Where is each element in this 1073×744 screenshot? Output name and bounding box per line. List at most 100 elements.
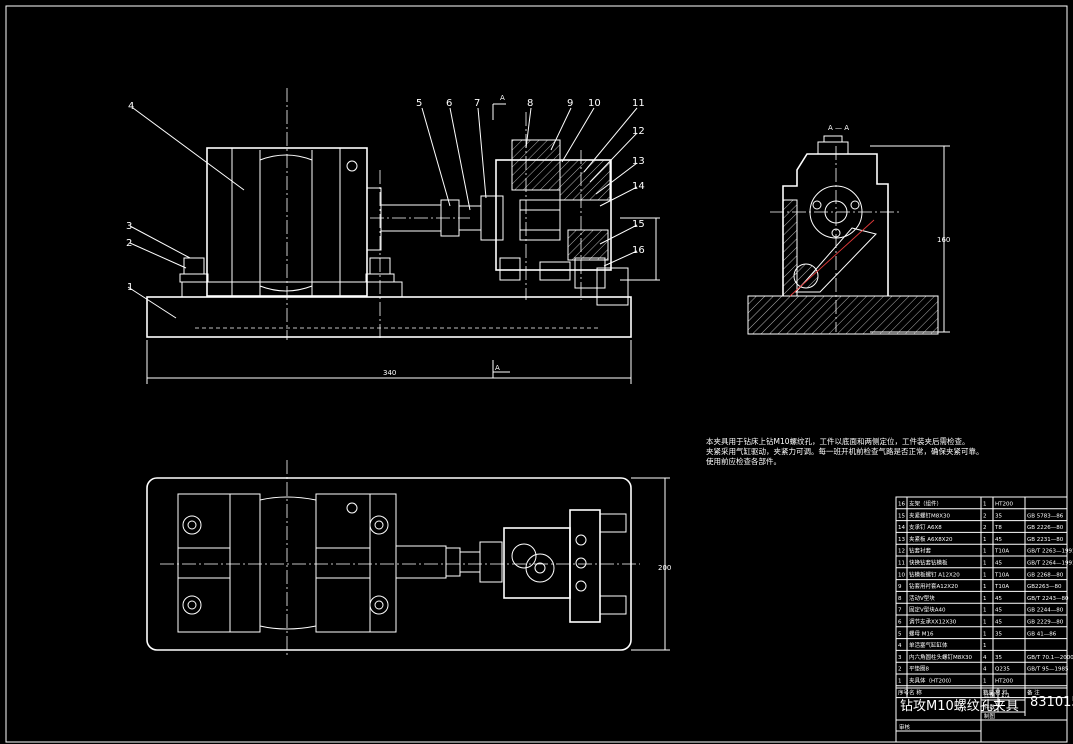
parts-cell-name: 螺母 M16 <box>909 629 934 637</box>
parts-cell-qty: 4 <box>983 667 987 673</box>
parts-cell-std: GB/T 95—1985 <box>1027 667 1069 673</box>
parts-cell-qty: 1 <box>983 502 987 508</box>
parts-cell-material: 35 <box>995 513 1002 519</box>
parts-cell-std: GB 2244—80 <box>1027 608 1064 614</box>
base-body <box>146 296 632 338</box>
parts-cell-name: 支架（组件） <box>909 500 942 508</box>
parts-cell-name: 快换钻套钻模板 <box>909 559 948 567</box>
parts-cell-no: 16 <box>898 502 905 508</box>
balloon-8: 8 <box>527 98 533 109</box>
balloon-14: 14 <box>632 181 645 192</box>
parts-cell-qty: 2 <box>983 525 987 531</box>
parts-cell-std: 备 注 <box>1027 688 1040 696</box>
parts-cell-std: GB/T 2263—1991 <box>1027 549 1073 555</box>
parts-cell-no: 8 <box>898 596 902 602</box>
parts-cell-no: 3 <box>898 655 902 661</box>
section-view: A — A 160 <box>747 124 950 335</box>
parts-cell-material: T10A <box>994 549 1009 555</box>
parts-cell-no: 15 <box>898 513 905 519</box>
parts-cell-no: 7 <box>898 608 902 614</box>
checker-label: 审核 <box>899 723 911 731</box>
dim-side-height: 160 <box>937 236 950 244</box>
parts-cell-qty: 2 <box>983 513 987 519</box>
parts-cell-material: 45 <box>995 561 1002 567</box>
parts-row: 16 支架（组件） 1 HT200 <box>898 500 1013 508</box>
parts-cell-qty: 1 <box>983 537 987 543</box>
drawing-frame <box>5 5 1068 743</box>
balloon-leaders <box>127 107 638 319</box>
section-mark-top: A <box>500 94 505 102</box>
drawing-number: 831015 <box>1030 695 1073 710</box>
parts-cell-qty: 1 <box>983 620 987 626</box>
parts-cell-material: 45 <box>995 608 1002 614</box>
top-view: 200 <box>146 460 671 656</box>
parts-cell-no: 4 <box>898 643 902 649</box>
parts-cell-no: 14 <box>898 525 905 531</box>
parts-cell-std: GB 2229—80 <box>1027 620 1064 626</box>
parts-cell-qty: 1 <box>983 631 987 637</box>
parts-cell-material: HT200 <box>995 502 1013 508</box>
parts-cell-std: GB 2268—80 <box>1027 572 1064 578</box>
parts-cell-no: 9 <box>898 584 902 590</box>
parts-cell-qty: 1 <box>983 549 987 555</box>
parts-cell-name: 夹紧板 A6X8X20 <box>909 535 953 543</box>
parts-header-row: 序号名 称数量材 料备 注 <box>898 688 1040 696</box>
parts-cell-qty: 1 <box>983 596 987 602</box>
parts-cell-std: GB 2226—80 <box>1027 525 1064 531</box>
balloon-5: 5 <box>416 98 422 109</box>
parts-cell-std: GB2263—80 <box>1027 584 1062 590</box>
parts-cell-no: 序号 <box>898 688 910 696</box>
scale-value: 1:1 <box>1001 693 1010 699</box>
balloon-labels: 1 2 3 4 5 6 7 8 9 10 11 12 13 14 15 16 <box>126 98 645 293</box>
parts-cell-qty: 1 <box>983 572 987 578</box>
parts-cell-no: 5 <box>898 631 902 637</box>
balloon-15: 15 <box>632 219 645 230</box>
balloon-6: 6 <box>446 98 452 109</box>
balloon-12: 12 <box>632 126 645 137</box>
parts-cell-qty: 数量 <box>983 688 995 696</box>
parts-cell-std: GB 2231—80 <box>1027 537 1064 543</box>
parts-cell-qty: 1 <box>983 643 987 649</box>
balloon-1: 1 <box>127 282 133 293</box>
drawing-title: 钻攻M10螺纹孔夹具 <box>900 699 1019 714</box>
parts-cell-no: 12 <box>898 549 905 555</box>
title-block: 钻攻M10螺纹孔夹具 831015 比例 1:1 件数 制图 审核 <box>895 687 1073 743</box>
balloon-13: 13 <box>632 156 645 167</box>
technical-note: 本夹具用于钻床上钻M10螺纹孔，工件以底面和两侧定位，工件装夹后需检查。 夹紧采… <box>706 436 984 466</box>
dim-top-height: 200 <box>658 564 671 572</box>
parts-cell-qty: 1 <box>983 608 987 614</box>
dim-front-length: 340 <box>383 369 396 377</box>
balloon-7: 7 <box>474 98 480 109</box>
parts-cell-material: T10A <box>994 584 1009 590</box>
parts-cell-name: 固定V型块A40 <box>909 606 946 614</box>
parts-cell-material: 35 <box>995 631 1002 637</box>
section-mark-bottom: A <box>495 364 500 372</box>
parts-cell-name: 单活塞气缸缸体 <box>909 641 948 649</box>
parts-cell-no: 2 <box>898 667 902 673</box>
parts-cell-name: 活动V型块 <box>909 594 935 602</box>
parts-cell-qty: 1 <box>983 561 987 567</box>
balloon-4: 4 <box>128 101 134 112</box>
balloon-11: 11 <box>632 98 645 109</box>
parts-cell-material: 材 料 <box>995 688 1008 696</box>
parts-cell-material: T8 <box>994 525 1002 531</box>
parts-row: 11 快换钻套钻模板 1 45 GB/T 2264—1991 <box>898 559 1073 567</box>
parts-cell-no: 11 <box>898 561 905 567</box>
section-title: A — A <box>828 124 849 132</box>
note-line-1: 本夹具用于钻床上钻M10螺纹孔，工件以底面和两侧定位，工件装夹后需检查。 <box>706 436 970 446</box>
parts-cell-std: GB/T 2264—1991 <box>1027 561 1073 567</box>
parts-cell-no: 6 <box>898 620 902 626</box>
parts-cell-material: 45 <box>995 537 1002 543</box>
parts-row: 7 固定V型块A40 1 45 GB 2244—80 <box>898 606 1064 614</box>
parts-cell-std: GB/T 2243—80 <box>1027 596 1069 602</box>
parts-cell-name: 调节支承XX12X30 <box>909 618 957 626</box>
